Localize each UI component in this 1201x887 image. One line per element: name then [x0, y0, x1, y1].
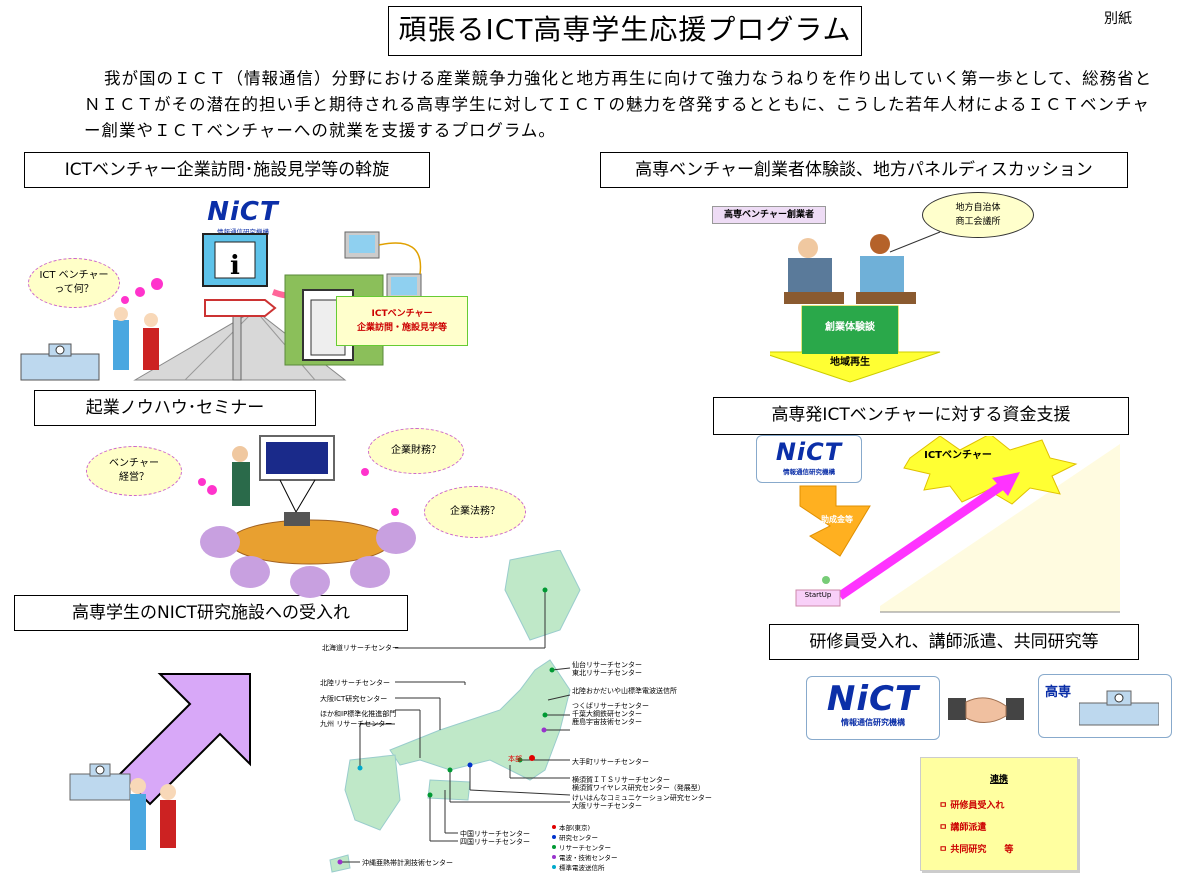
note-item: ㅁ 講師派遣 — [939, 823, 987, 833]
map-label: 千葉大鋼鉄研センター — [572, 710, 642, 718]
visit-sign: ICTベンチャー 企業訪問・施設見学等 — [336, 296, 468, 346]
funding-burst-label: ICTベンチャー — [924, 450, 992, 461]
section-trainee-title: 研修員受入れ、講師派遣、共同研究等 — [769, 624, 1139, 660]
panel-illustration — [770, 231, 941, 383]
seminar-cloud-legal: 企業法務？ — [424, 486, 526, 538]
map-label: つくばリサーチセンター — [572, 702, 649, 710]
map-label: 横須賀ＩＴＳリサーチセンター — [572, 776, 670, 784]
legend-item: リサーチセンター — [552, 842, 618, 852]
panel-arrow-top: 創業体験談 — [825, 322, 875, 333]
map-label: 沖縄亜熱帯計測技術センター — [362, 859, 453, 867]
section-seminar-title: 起業ノウハウ･セミナー — [34, 390, 316, 426]
map-label: ほか和IP標準化推進部門 — [320, 710, 397, 718]
kosen-box: 高専 — [1038, 674, 1172, 738]
legend-item: 標準電波送信所 — [552, 862, 618, 872]
map-legend: 本部(東京) 研究センター リサーチセンター 電波・技術センター 標準電波送信所 — [552, 822, 618, 872]
map-label: 北海道リサーチセンター — [322, 644, 399, 652]
seminar-cloud-management: ベンチャー 経営？ — [86, 446, 182, 496]
section-acceptance-title: 高専学生のNICT研究施設への受入れ — [14, 595, 408, 631]
map-label: 東北リサーチセンター — [572, 669, 642, 677]
map-label: 北陸リサーチセンター — [320, 679, 390, 687]
map-label: 北陸おかだいや山標準電波送信所 — [572, 687, 677, 695]
map-label: 鹿島宇宙技術センター — [572, 718, 642, 726]
map-label: 中国リサーチセンター — [460, 830, 530, 838]
map-label: 大手町リサーチセンター — [572, 758, 649, 766]
map-label: 四国リサーチセンター — [460, 838, 530, 846]
note-item: ㅁ 研修員受入れ — [939, 801, 1005, 811]
panel-arrow-bottom: 地域再生 — [830, 357, 870, 368]
cooperation-note: 連携 ㅁ 研修員受入れ ㅁ 講師派遣 ㅁ 共同研究 等 — [920, 757, 1078, 871]
local-gov-cloud: 地方自治体 商工会議所 — [922, 192, 1034, 238]
page-title: 頑張るICT高専学生応援プログラム — [388, 6, 862, 56]
section-panel-title: 高専ベンチャー創業者体験談、地方パネルディスカッション — [600, 152, 1128, 188]
japan-map — [329, 550, 581, 873]
section-visit-title: ICTベンチャー企業訪問･施設見学等の斡旋 — [24, 152, 430, 188]
school-icon — [1079, 690, 1159, 726]
map-label: 仙台リサーチセンター — [572, 661, 642, 669]
map-label: 大阪リサーチセンター — [572, 802, 642, 810]
map-label: 九州 リサーチセンター — [320, 720, 393, 728]
map-label: 横須賀ワイヤレス研究センター（発展型） — [572, 784, 705, 792]
appendix-label: 別紙 — [1104, 11, 1132, 27]
acceptance-illustration — [69, 673, 251, 850]
nict-logo-funding: NiCT 情報通信研究機構 — [756, 435, 862, 483]
note-item: ㅁ 共同研究 等 — [939, 845, 1014, 855]
visit-question-cloud: ICT ベンチャー って何？ — [28, 258, 120, 308]
kosen-label: 高専 — [1045, 685, 1072, 700]
note-title: 連携 — [989, 775, 1008, 785]
legend-item: 研究センター — [552, 832, 618, 842]
map-label-hq: 本部 — [508, 755, 522, 763]
visit-illustration: i — [20, 231, 422, 381]
section-funding-title: 高専発ICTベンチャーに対する資金支援 — [713, 397, 1129, 435]
map-label: 大阪ICT研究センター — [320, 695, 388, 703]
funding-startup-label: StartUp — [804, 591, 832, 599]
intro-paragraph: 我が国のＩＣＴ（情報通信）分野における産業競争力強化と地方再生に向けて強力なうね… — [84, 69, 1153, 140]
nict-logo-trainee: NiCT 情報通信研究機構 — [806, 676, 940, 740]
map-label: けいはんなコミュニケーション研究センター — [572, 794, 712, 802]
svg-text:i: i — [230, 251, 240, 281]
nict-logo-visit: NiCT 情報通信研究機構 — [207, 197, 279, 236]
funding-illustration — [795, 436, 1120, 613]
legend-item: 電波・技術センター — [552, 852, 618, 862]
legend-item: 本部(東京) — [552, 822, 618, 832]
handshake-icon — [948, 697, 1024, 723]
seminar-illustration — [198, 435, 416, 598]
founder-tag: 高専ベンチャー創業者 — [712, 206, 826, 224]
funding-grant-label: 助成金等 — [821, 515, 853, 524]
seminar-cloud-finance: 企業財務？ — [368, 428, 464, 474]
